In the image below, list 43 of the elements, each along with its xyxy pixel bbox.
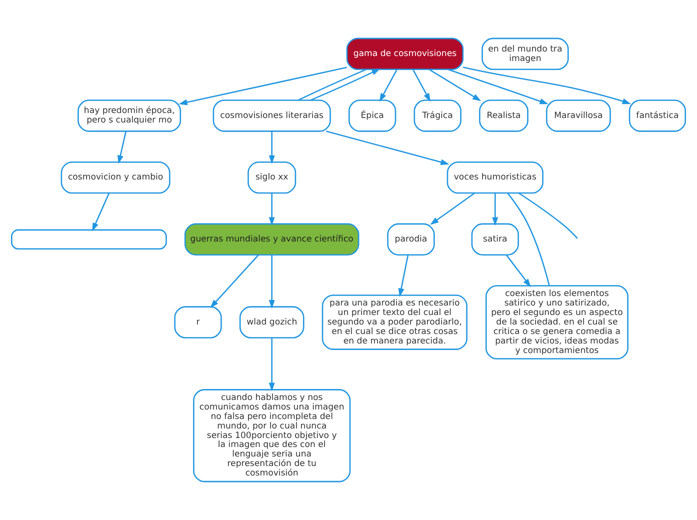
arrow: [379, 69, 398, 102]
node-box: Trágica: [414, 100, 462, 132]
node-box: [11, 229, 167, 250]
node-box: Maravillosa: [546, 100, 611, 132]
arrow: [178, 66, 347, 106]
connector: [298, 68, 366, 101]
node-box: cosmovicion y cambio: [60, 161, 170, 194]
node-box: para una parodia es necesario un primer texto del cual el segundo va a poder parodiarlo, en el cual se dice otras cosas en de manera parecida.: [322, 294, 468, 350]
arrow: [268, 193, 275, 226]
node-box: siglo xx: [248, 161, 296, 194]
arrow: [268, 255, 275, 309]
arrow: [210, 254, 259, 308]
arrow: [430, 192, 475, 225]
node-box: parodia: [387, 223, 435, 256]
arrow: [448, 68, 548, 104]
node-box: fantástica: [628, 100, 686, 132]
arrow: [310, 68, 380, 101]
arrow: [268, 131, 275, 164]
node-box: coexisten los elementos satirico y uno satirizado, pero el segundo es un aspecto de la sociedad. en el cual se critica o se genera comedia a partir de vicios, ideas modas y comportamientos: [485, 285, 628, 360]
arrow: [462, 66, 631, 104]
node-box: cosmovisiones literarias: [212, 100, 331, 132]
node-box: wlad gozich: [239, 306, 304, 338]
arrow: [326, 130, 450, 166]
arrow: [92, 193, 110, 232]
node-box: hay predomin época, pero s cualquier mo: [78, 100, 182, 132]
arrow: [428, 68, 482, 102]
node-box: voces humoristicas: [446, 161, 544, 194]
node-box: cuando hablamos y nos comunicamos damos una imagen no falsa pero incompleta del mundo, por lo cual nunca serias 100porciento objetivo y la imagen que des con el lenguaje seria una representación de tu cosmovisión: [193, 389, 351, 482]
node-box: en del mundo tra imagen: [482, 38, 569, 70]
arrow: [412, 69, 431, 102]
arrow: [117, 131, 127, 164]
node-box: Realista: [479, 100, 528, 132]
arrow: [492, 193, 498, 226]
node-box: guerras mundiales y avance científico: [184, 223, 360, 256]
connector: [507, 192, 550, 286]
node-box: r: [174, 306, 222, 338]
arrow: [398, 255, 409, 298]
arrow: [506, 254, 531, 288]
node-box: satira: [471, 223, 519, 256]
node-box: gama de cosmovisiones: [346, 38, 464, 70]
node-box: Épica: [348, 100, 396, 132]
connector: [518, 192, 578, 239]
arrow: [268, 338, 275, 392]
